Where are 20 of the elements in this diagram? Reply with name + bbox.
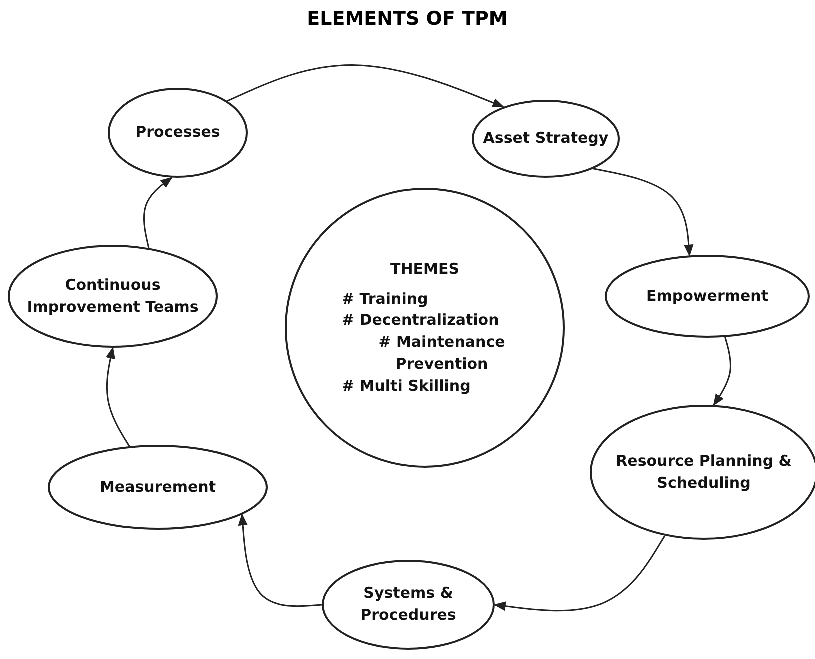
arrow [238,514,322,608]
arrow [227,64,505,108]
theme-item: # Maintenance Prevention [378,332,506,375]
theme-item: # Decentralization [342,310,500,332]
element-label: Empowerment [646,286,768,307]
element-label: Measurement [100,476,216,498]
diagram-title: ELEMENTS OF TPM [306,8,509,30]
theme-item: # Multi Skilling [342,376,471,396]
theme-item: # Training [342,288,428,310]
arrow [593,168,694,257]
arrow [494,536,666,612]
element-label: Systems & Procedures [360,583,458,626]
arrow [143,177,173,248]
circle-heading: THEMES [390,258,460,280]
arrow [106,346,130,447]
element-label: Processes [136,122,220,144]
element-label: Continuous Improvement Teams [26,274,200,318]
arrow [713,337,732,406]
element-label: Asset Strategy [483,128,609,150]
element-label: Resource Planning & Scheduling [615,450,793,494]
